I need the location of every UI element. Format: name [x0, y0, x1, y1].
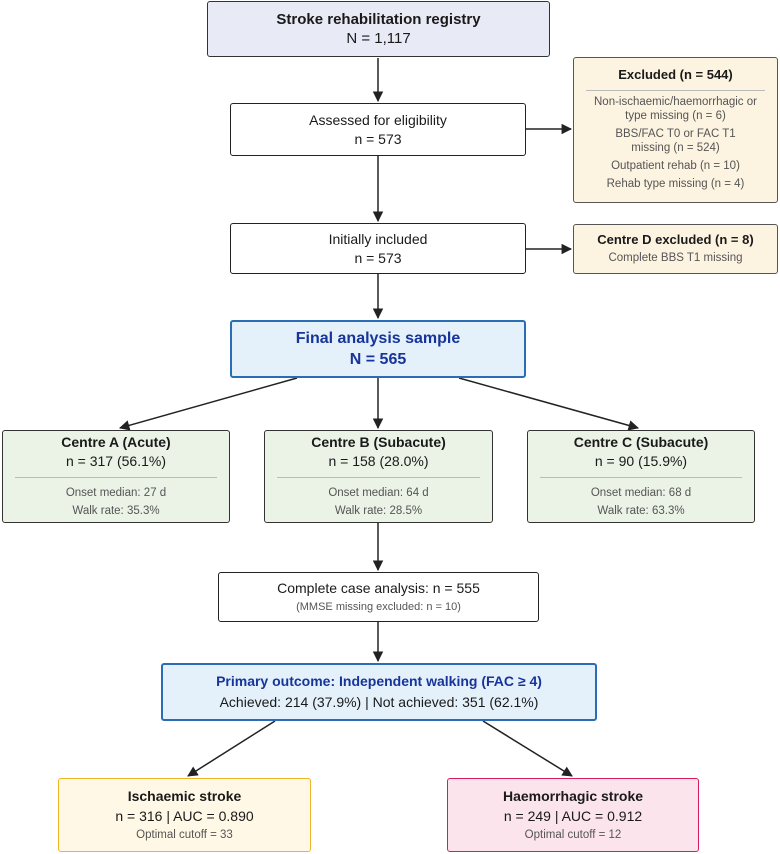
- centre-a-divider: [15, 477, 217, 478]
- excluded-divider: [586, 90, 765, 91]
- excluded-reason-2: BBS/FAC T0 or FAC T1 missing (n = 524): [615, 128, 736, 154]
- final-title: Final analysis sample: [295, 330, 461, 347]
- outcome-detail: Achieved: 214 (37.9%) | Not achieved: 35…: [219, 694, 539, 710]
- haemorrhagic-title: Haemorrhagic stroke: [502, 787, 644, 804]
- final-count: N = 565: [349, 351, 407, 368]
- ischaemic-stats: n = 316 | AUC = 0.890: [115, 807, 254, 824]
- complete-case-title: Complete case analysis: n = 555: [277, 579, 480, 596]
- complete-case-box: Complete case analysis: n = 555 (MMSE mi…: [218, 572, 539, 622]
- excluded-box: Excluded (n = 544) Non-ischaemic/haemorr…: [573, 57, 778, 203]
- excluded-reason-4: Rehab type missing (n = 4): [606, 178, 745, 190]
- initially-included-box: Initially included n = 573: [230, 223, 526, 274]
- centre-d-excluded-box: Centre D excluded (n = 8) Complete BBS T…: [573, 224, 778, 274]
- arrow-outcome-to-haemorrhagic: [482, 720, 573, 777]
- centre-c-divider: [540, 477, 742, 478]
- centre-c-box: Centre C (Subacute) n = 90 (15.9%) Onset…: [527, 430, 755, 523]
- centre-a-onset: Onset median: 27 d: [65, 487, 167, 499]
- assessed-count: n = 573: [354, 130, 402, 147]
- registry-count: N = 1,117: [346, 30, 411, 47]
- outcome-title: Primary outcome: Independent walking (FA…: [216, 673, 542, 689]
- excluded-title: Excluded (n = 544): [618, 67, 733, 82]
- ischaemic-title: Ischaemic stroke: [127, 787, 242, 804]
- assessed-title: Assessed for eligibility: [309, 111, 447, 128]
- centre-b-divider: [277, 477, 480, 478]
- centre-a-count: n = 317 (56.1%): [65, 453, 166, 469]
- arrow-final-to-centre-a: [118, 377, 298, 431]
- final-sample-box: Final analysis sample N = 565: [230, 320, 526, 378]
- registry-title: Stroke rehabilitation registry: [276, 11, 481, 28]
- centre-b-walk: Walk rate: 28.5%: [334, 505, 423, 517]
- initially-title: Initially included: [328, 230, 428, 247]
- centre-c-title: Centre C (Subacute): [573, 434, 709, 450]
- haemorrhagic-box: Haemorrhagic stroke n = 249 | AUC = 0.91…: [447, 778, 699, 852]
- centre-a-title: Centre A (Acute): [61, 434, 171, 450]
- centre-b-onset: Onset median: 64 d: [328, 487, 429, 499]
- centre-b-box: Centre B (Subacute) n = 158 (28.0%) Onse…: [264, 430, 493, 523]
- centre-c-onset: Onset median: 68 d: [590, 487, 692, 499]
- excluded-reason-1: Non-ischaemic/haemorrhagic or type missi…: [594, 96, 757, 122]
- registry-box: Stroke rehabilitation registry N = 1,117: [207, 1, 550, 57]
- haemorrhagic-stats: n = 249 | AUC = 0.912: [503, 807, 643, 824]
- centre-a-box: Centre A (Acute) n = 317 (56.1%) Onset m…: [2, 430, 230, 523]
- centre-d-note: Complete BBS T1 missing: [608, 252, 743, 264]
- centre-c-walk: Walk rate: 63.3%: [597, 505, 685, 517]
- assessed-box: Assessed for eligibility n = 573: [230, 103, 526, 156]
- arrow-outcome-to-ischaemic: [187, 720, 276, 777]
- centre-b-count: n = 158 (28.0%): [328, 453, 429, 469]
- initially-count: n = 573: [354, 249, 402, 266]
- centre-c-count: n = 90 (15.9%): [594, 453, 688, 469]
- centre-a-walk: Walk rate: 35.3%: [72, 505, 160, 517]
- centre-d-title: Centre D excluded (n = 8): [597, 232, 754, 247]
- excluded-reason-3: Outpatient rehab (n = 10): [611, 160, 740, 172]
- complete-case-note: (MMSE missing excluded: n = 10): [296, 600, 461, 613]
- ischaemic-box: Ischaemic stroke n = 316 | AUC = 0.890 O…: [58, 778, 311, 852]
- ischaemic-cutoff: Optimal cutoff = 33: [136, 828, 233, 841]
- primary-outcome-box: Primary outcome: Independent walking (FA…: [161, 663, 597, 721]
- haemorrhagic-cutoff: Optimal cutoff = 12: [524, 828, 622, 841]
- arrow-final-to-centre-c: [458, 377, 640, 431]
- centre-b-title: Centre B (Subacute): [311, 434, 446, 450]
